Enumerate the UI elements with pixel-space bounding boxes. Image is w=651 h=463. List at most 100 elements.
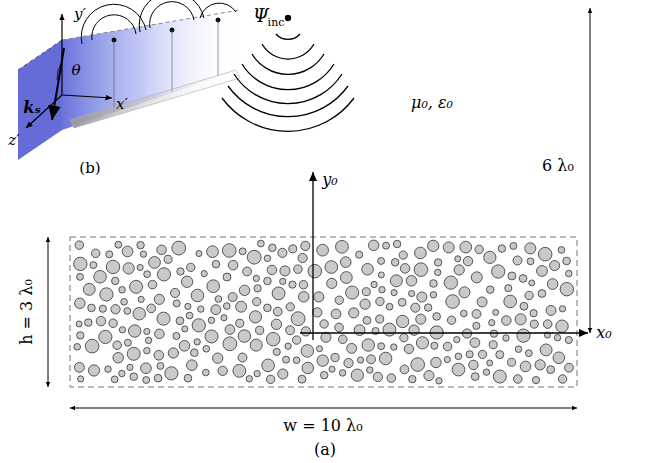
particle: [367, 355, 376, 364]
particle: [490, 330, 497, 337]
particle: [228, 260, 238, 270]
particle: [301, 241, 310, 250]
particle: [147, 304, 156, 313]
particle: [238, 330, 251, 343]
particle: [112, 277, 119, 284]
particle: [222, 244, 236, 258]
particle: [106, 260, 120, 274]
particle: [363, 316, 371, 324]
particle: [301, 345, 314, 358]
particle: [398, 298, 406, 306]
particle: [466, 351, 473, 358]
particle: [556, 320, 568, 332]
particle: [298, 253, 307, 262]
particle: [434, 259, 441, 266]
particle: [254, 370, 260, 376]
particle: [344, 358, 353, 367]
inset-b: [18, 0, 240, 160]
particle: [75, 241, 84, 250]
particle: [177, 268, 184, 275]
particle: [554, 335, 560, 341]
particle: [473, 322, 480, 329]
particle: [109, 319, 118, 328]
particle: [144, 328, 150, 334]
particle: [233, 364, 246, 377]
particle: [498, 245, 505, 252]
particle: [396, 315, 408, 327]
particle: [196, 250, 202, 256]
particle: [560, 282, 573, 295]
particle: [144, 271, 151, 278]
particle: [308, 264, 322, 278]
particle: [157, 312, 170, 325]
particle: [508, 358, 516, 366]
particle: [246, 376, 252, 382]
particle: [378, 272, 384, 278]
dimension-w: [70, 408, 577, 409]
particle: [525, 243, 536, 254]
dimension-h: [48, 237, 49, 387]
particle: [558, 375, 566, 383]
particle: [292, 336, 300, 344]
particle: [90, 262, 97, 269]
particle: [430, 280, 438, 288]
particle: [378, 343, 385, 350]
half-space: [62, 10, 240, 130]
particle: [236, 319, 244, 327]
particle: [165, 367, 178, 380]
particle: [393, 240, 400, 247]
particle: [129, 325, 141, 337]
particle: [535, 360, 545, 370]
particle: [471, 373, 479, 381]
particle: [223, 303, 230, 310]
particle: [247, 250, 261, 264]
particle: [236, 301, 247, 312]
particle: [565, 363, 574, 372]
particle: [113, 352, 123, 362]
particle: [409, 290, 415, 296]
particle: [391, 344, 397, 350]
axis-y0: [312, 172, 313, 340]
particle: [221, 315, 227, 321]
particle: [198, 306, 204, 312]
particle: [294, 265, 303, 274]
particle: [347, 343, 357, 353]
vector-label: kₛ: [23, 100, 40, 116]
particle: [154, 294, 164, 304]
particle: [176, 317, 184, 325]
particle: [181, 276, 192, 287]
particle: [454, 336, 460, 342]
particle: [207, 280, 220, 293]
particle: [510, 242, 517, 249]
particle: [105, 366, 112, 373]
particle: [391, 290, 397, 296]
particle: [264, 304, 272, 312]
particle: [400, 365, 409, 374]
particle: [460, 310, 467, 317]
particle: [122, 246, 133, 257]
particle: [138, 296, 144, 302]
particle: [538, 290, 546, 298]
particle: [446, 295, 460, 309]
particle: [74, 362, 84, 372]
particle: [203, 345, 210, 352]
particle: [339, 370, 345, 376]
particle: [257, 240, 264, 247]
particle: [144, 347, 150, 353]
particle: [283, 356, 290, 363]
particle: [133, 307, 145, 319]
particle: [493, 370, 506, 383]
axis-x0: [300, 332, 588, 333]
particle: [520, 361, 531, 372]
region: [70, 237, 577, 387]
particle: [357, 357, 363, 363]
particle: [85, 319, 93, 327]
particle: [228, 293, 237, 302]
particle: [194, 339, 200, 345]
particle: [470, 338, 480, 348]
particle: [75, 298, 86, 309]
particle: [484, 251, 496, 263]
particle: [99, 330, 112, 343]
particle: [406, 276, 417, 287]
